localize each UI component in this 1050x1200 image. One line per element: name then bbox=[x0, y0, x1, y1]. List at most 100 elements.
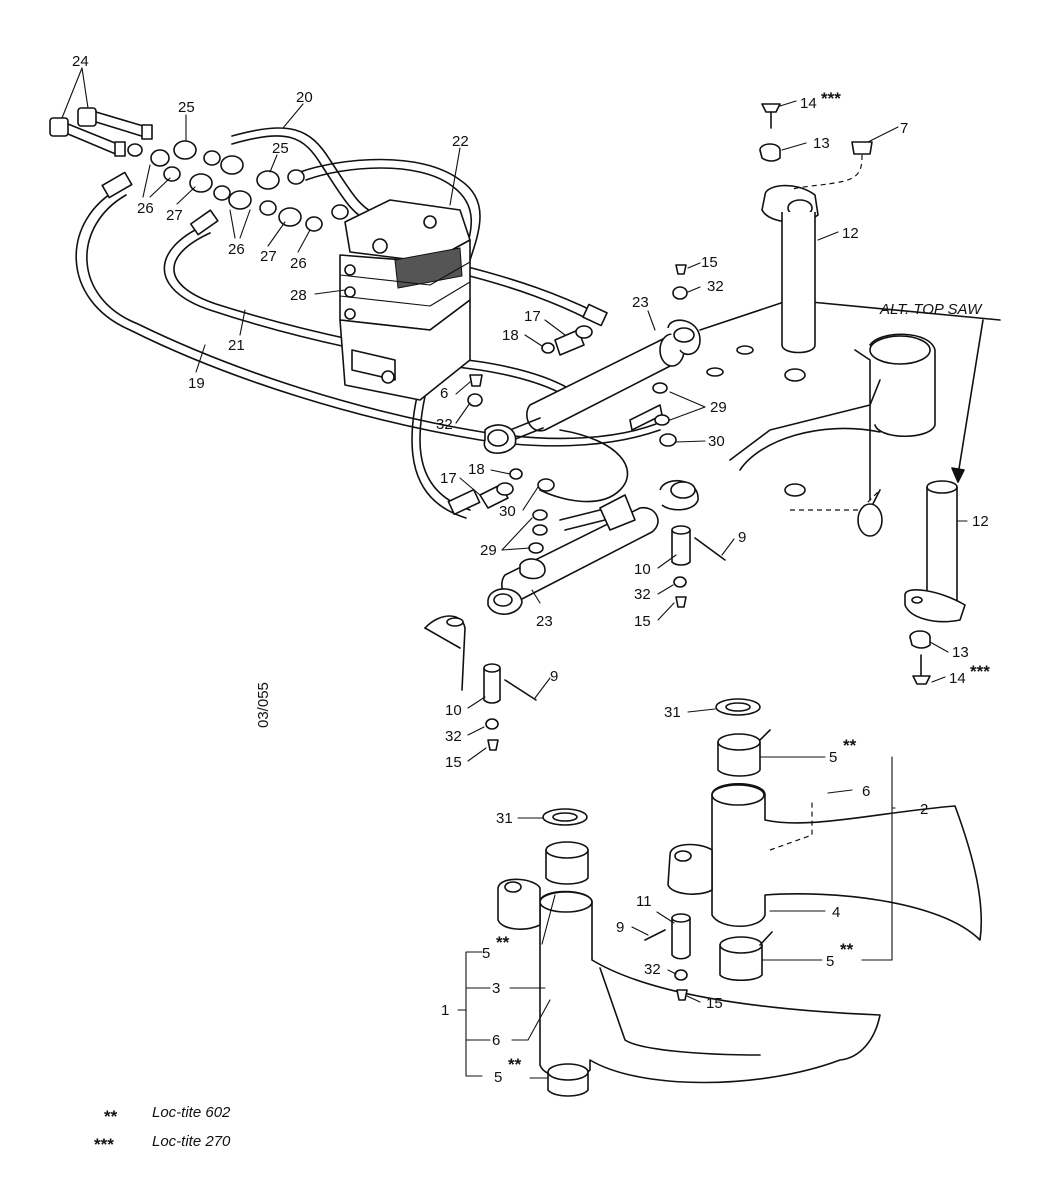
callout-10: 10 bbox=[445, 702, 462, 719]
callout-20: 20 bbox=[296, 89, 313, 106]
cylinder-23-lower bbox=[487, 479, 699, 615]
callout-22: 22 bbox=[452, 133, 469, 150]
nut-7 bbox=[789, 141, 873, 191]
alt-top-saw-label: ALT. TOP SAW bbox=[879, 301, 983, 318]
arm-2 bbox=[667, 698, 983, 982]
alt-top-saw-arrow bbox=[957, 319, 984, 476]
callout-17: 17 bbox=[440, 470, 457, 487]
callout-25: 25 bbox=[178, 99, 195, 116]
callout-3: 3 bbox=[492, 980, 500, 997]
callout-32: 32 bbox=[707, 278, 724, 295]
callout-24: 24 bbox=[72, 53, 89, 70]
callout-13: 13 bbox=[952, 644, 969, 661]
fitting-row-upper bbox=[127, 140, 305, 190]
callout-7: 7 bbox=[900, 120, 908, 137]
oring-18-b bbox=[509, 468, 523, 480]
callout-18: 18 bbox=[502, 327, 519, 344]
fitting-6-a bbox=[469, 374, 483, 387]
callout-9: 9 bbox=[616, 919, 624, 936]
pin-10-right bbox=[671, 525, 726, 608]
double-star-mark: ** bbox=[496, 933, 510, 952]
legend-mark-double: ** bbox=[104, 1107, 118, 1126]
callout-6: 6 bbox=[492, 1032, 500, 1049]
callout-29: 29 bbox=[480, 542, 497, 559]
callout-15: 15 bbox=[706, 995, 723, 1012]
callout-30: 30 bbox=[499, 503, 516, 520]
washer-32-b bbox=[467, 393, 483, 407]
callout-15: 15 bbox=[445, 754, 462, 771]
screw-14-upper bbox=[761, 103, 781, 129]
callout-14: 14 bbox=[800, 95, 817, 112]
callout-32: 32 bbox=[644, 961, 661, 978]
callout-12: 12 bbox=[842, 225, 859, 242]
callout-1: 1 bbox=[441, 1002, 449, 1019]
alt-top-saw-arrowhead bbox=[951, 467, 965, 483]
legend: ** Loc-tite 602 *** Loc-tite 270 bbox=[94, 1104, 231, 1154]
washer-32-a bbox=[672, 286, 688, 300]
callout-28: 28 bbox=[290, 287, 307, 304]
screw-14-lower bbox=[912, 654, 931, 685]
leader-lines bbox=[61, 67, 968, 1079]
callout-26: 26 bbox=[228, 241, 245, 258]
fitting-17-a bbox=[554, 325, 593, 356]
legend-text-loctite-602: Loc-tite 602 bbox=[152, 1104, 231, 1121]
callout-32: 32 bbox=[445, 728, 462, 745]
triple-star-mark: *** bbox=[821, 89, 841, 108]
drawing-ref: 03/055 bbox=[255, 682, 272, 728]
callout-4: 4 bbox=[832, 904, 840, 921]
callout-9: 9 bbox=[550, 668, 558, 685]
callout-6: 6 bbox=[440, 385, 448, 402]
washer-13-lower bbox=[909, 630, 931, 649]
pin-11 bbox=[644, 913, 691, 1001]
banjo-bolt-24-upper bbox=[77, 107, 153, 140]
callout-2: 2 bbox=[920, 801, 928, 818]
washer-13-upper bbox=[759, 143, 781, 162]
callout-31: 31 bbox=[496, 810, 513, 827]
oring-29-b bbox=[528, 509, 548, 554]
triple-star-mark: *** bbox=[970, 662, 990, 681]
callout-23: 23 bbox=[536, 613, 553, 630]
callout-17: 17 bbox=[524, 308, 541, 325]
callout-13: 13 bbox=[813, 135, 830, 152]
oring-29-a bbox=[652, 382, 670, 426]
callout-21: 21 bbox=[228, 337, 245, 354]
callout-18: 18 bbox=[468, 461, 485, 478]
pin-12-lower bbox=[904, 480, 966, 623]
legend-mark-triple: *** bbox=[94, 1135, 114, 1154]
hose-22 bbox=[457, 264, 629, 503]
callout-19: 19 bbox=[188, 375, 205, 392]
pin-12-upper bbox=[761, 184, 819, 354]
callout-30: 30 bbox=[708, 433, 725, 450]
callout-27: 27 bbox=[260, 248, 277, 265]
callout-29: 29 bbox=[710, 399, 727, 416]
cylinder-23-upper bbox=[483, 319, 701, 454]
fitting-17-b bbox=[447, 482, 514, 516]
pin-10-left bbox=[424, 615, 537, 751]
callout-6: 6 bbox=[862, 783, 870, 800]
callout-23: 23 bbox=[632, 294, 649, 311]
callout-32: 32 bbox=[436, 416, 453, 433]
callout-11: 11 bbox=[636, 893, 652, 910]
callout-5: 5 bbox=[826, 953, 834, 970]
callout-5: 5 bbox=[494, 1069, 502, 1086]
callout-26: 26 bbox=[137, 200, 154, 217]
arm-3 bbox=[497, 808, 881, 1097]
callout-9: 9 bbox=[738, 529, 746, 546]
fitting-row-lower bbox=[163, 166, 349, 232]
double-star-mark: ** bbox=[840, 940, 854, 959]
callout-25: 25 bbox=[272, 140, 289, 157]
callout-labels: 24 25 20 22 25 26 27 26 27 26 28 21 19 1… bbox=[72, 53, 990, 1086]
callout-5: 5 bbox=[829, 749, 837, 766]
double-star-mark: ** bbox=[843, 736, 857, 755]
callout-10: 10 bbox=[634, 561, 651, 578]
plug-30-b bbox=[537, 478, 555, 492]
double-star-mark: ** bbox=[508, 1055, 522, 1074]
control-valve-28 bbox=[339, 199, 471, 401]
callout-15: 15 bbox=[701, 254, 718, 271]
callout-26: 26 bbox=[290, 255, 307, 272]
callout-14: 14 bbox=[949, 670, 966, 687]
callout-15: 15 bbox=[634, 613, 651, 630]
callout-32: 32 bbox=[634, 586, 651, 603]
